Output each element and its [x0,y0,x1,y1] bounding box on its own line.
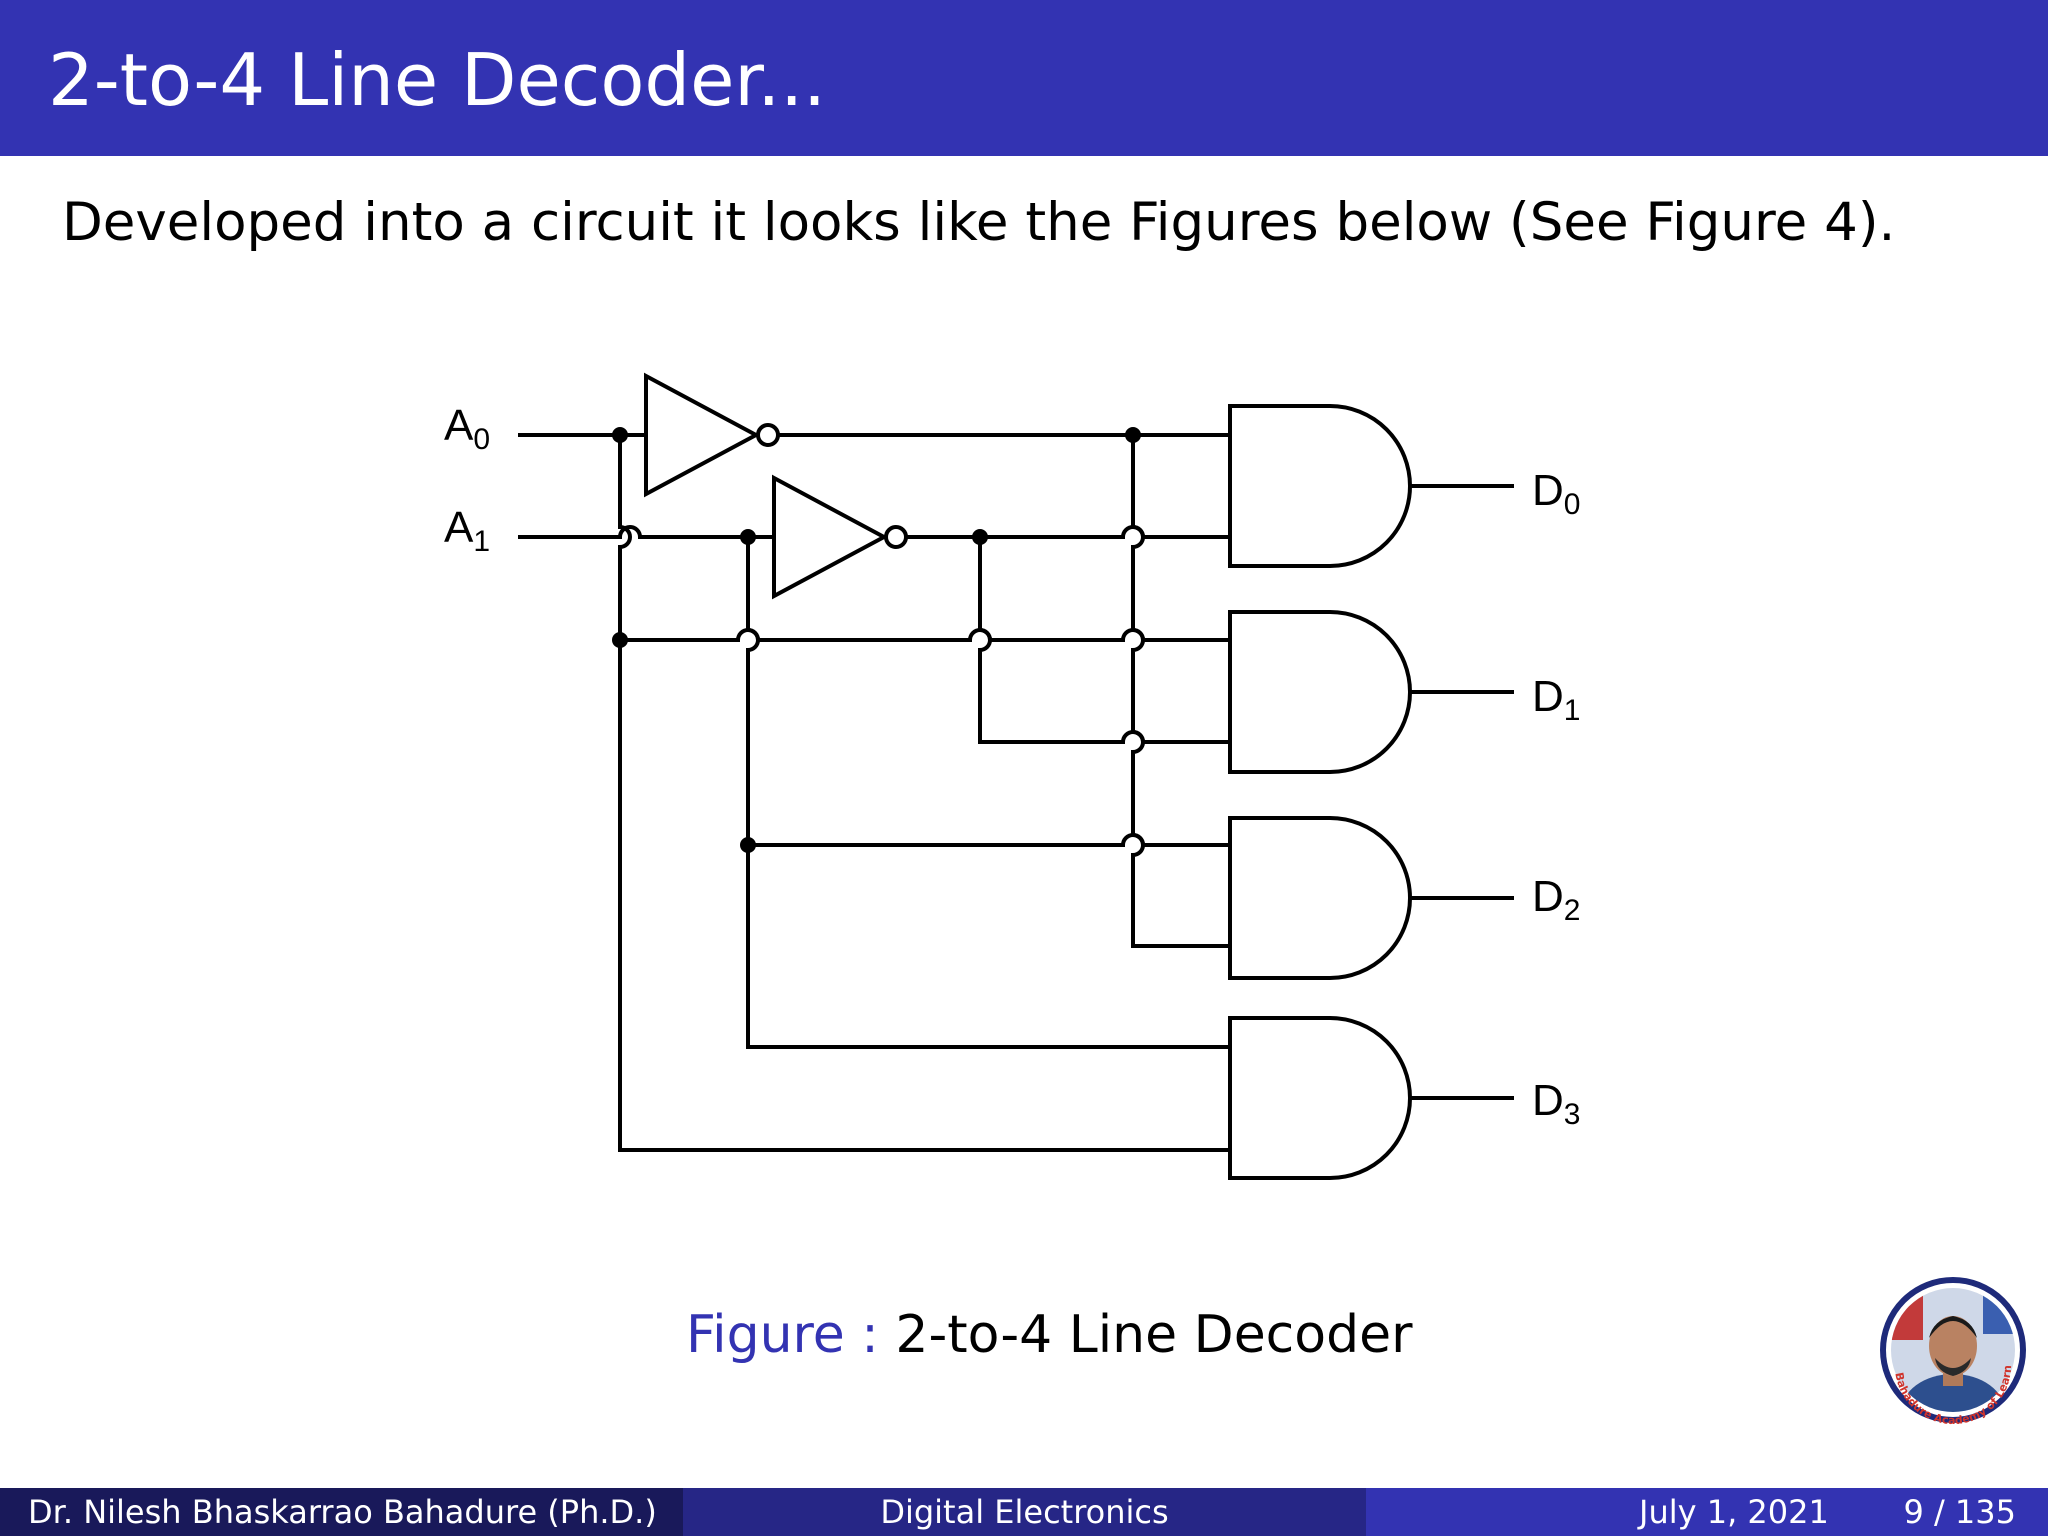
not-gate-a1 [772,474,889,600]
footer-page-number: 9 / 135 [1903,1493,2016,1531]
not-bubble-a1 [884,525,908,549]
footer-author: Dr. Nilesh Bhaskarrao Bahadure (Ph.D.) [28,1493,657,1531]
and-gate-d0 [1228,404,1412,568]
junction-dot [612,632,628,648]
bus-a0-not [1131,435,1230,948]
output-label-d2: D2 [1532,872,1580,927]
body-text: Developed into a circuit it looks like t… [62,192,1896,253]
footer-date: July 1, 2021 [1639,1493,1829,1531]
caption-text: 2-to-4 Line Decoder [895,1305,1413,1365]
academy-logo: Bahadure Academy of Learning [1873,1274,2026,1427]
and-gate-d3 [1228,1016,1412,1180]
not-gate-a0 [644,372,761,498]
bus-a0 [618,435,1230,1152]
output-label-d3: D3 [1532,1076,1580,1131]
footer-course: Digital Electronics [880,1493,1169,1531]
junction-dot [740,529,756,545]
footer-right: July 1, 2021 9 / 135 [1366,1488,2048,1536]
figure-caption: Figure : 2-to-4 Line Decoder [686,1305,1412,1365]
wire-a1-in [518,525,748,539]
not-bubble-a0 [756,423,780,447]
input-label-a1: A1 [444,503,490,558]
junction-dot [1125,427,1141,443]
and-gate-d1 [1228,610,1412,774]
slide-title: 2-to-4 Line Decoder... [48,38,827,122]
output-label-d0: D0 [1532,466,1580,521]
caption-label: Figure : [686,1305,879,1365]
decoder-circuit-diagram: A0 A1 D0 D1 D2 D3 [444,372,1580,1180]
footer-bar: Dr. Nilesh Bhaskarrao Bahadure (Ph.D.) D… [0,1488,2048,1536]
wire-a1-not-row0 [906,525,1230,539]
output-label-d1: D1 [1532,672,1580,727]
wire-a1-row2 [748,833,1230,847]
junction-dot [972,529,988,545]
and-gate-d2 [1228,816,1412,980]
junction-dot [740,837,756,853]
footer-mid: Digital Electronics [683,1488,1366,1536]
junction-dot [612,427,628,443]
input-label-a0: A0 [444,401,490,456]
footer-left: Dr. Nilesh Bhaskarrao Bahadure (Ph.D.) [0,1488,683,1536]
bus-a1 [746,537,1230,1049]
title-bar: 2-to-4 Line Decoder... [0,0,2048,156]
